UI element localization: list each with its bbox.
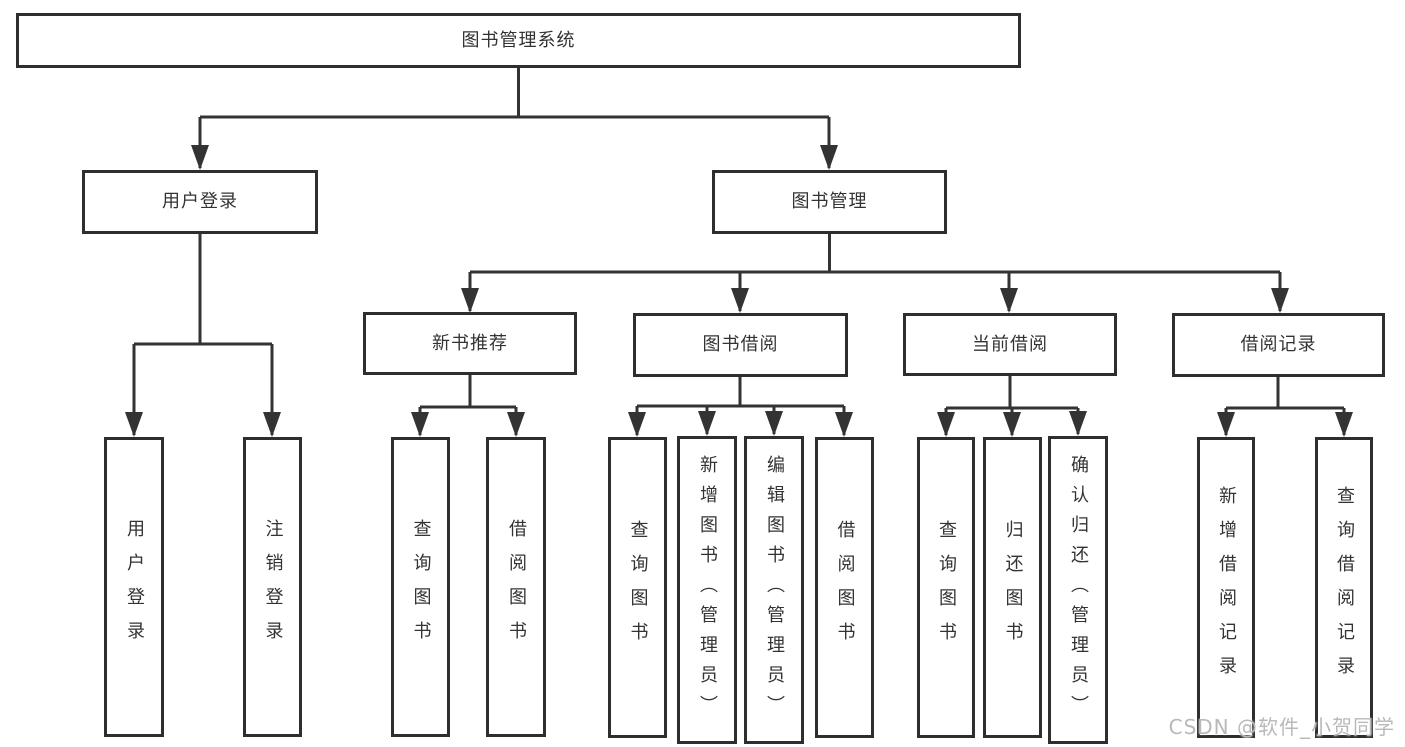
leaf-label: 归还图书 xyxy=(1002,519,1024,656)
leaf-edit-books-admin: 编辑图书（管理员） xyxy=(744,436,804,744)
leaf-label: 新增图书（管理员） xyxy=(697,455,718,725)
leaf-label: 注销登录 xyxy=(262,519,284,655)
node-library-management-system: 图书管理系统 xyxy=(16,13,1021,68)
node-book-management: 图书管理 xyxy=(712,170,947,234)
leaf-user-login: 用户登录 xyxy=(104,437,164,737)
leaf-label: 编辑图书（管理员） xyxy=(764,455,785,725)
node-borrowing-records: 借阅记录 xyxy=(1172,313,1385,377)
leaf-borrow-query-books: 查询图书 xyxy=(608,437,667,738)
edge-mgmt-to-level3 xyxy=(468,234,1282,311)
edge-root-to-level2 xyxy=(198,68,831,168)
leaf-label: 借阅图书 xyxy=(506,519,527,655)
leaf-label: 查询借阅记录 xyxy=(1334,485,1355,690)
node-label: 用户登录 xyxy=(162,191,238,212)
node-label: 图书管理系统 xyxy=(461,29,576,51)
leaf-newbook-borrow-books: 借阅图书 xyxy=(486,437,546,737)
leaf-label: 查询图书 xyxy=(936,519,957,656)
node-label: 当前借阅 xyxy=(972,333,1048,355)
edge-newbook-to-leaves xyxy=(418,375,518,435)
node-book-borrowing: 图书借阅 xyxy=(633,313,848,377)
leaf-logout: 注销登录 xyxy=(243,437,302,737)
csdn-watermark: CSDN @软件_小贺同学 xyxy=(1168,715,1395,739)
leaf-label: 用户登录 xyxy=(124,519,145,655)
node-new-book-recommendation: 新书推荐 xyxy=(363,312,577,375)
node-label: 图书借阅 xyxy=(702,334,779,355)
leaf-add-borrow-record: 新增借阅记录 xyxy=(1197,437,1255,738)
node-label: 图书管理 xyxy=(791,191,868,212)
edge-borrow-to-leaves xyxy=(635,377,846,435)
leaf-label: 确认归还（管理员） xyxy=(1068,455,1089,725)
leaf-add-books-admin: 新增图书（管理员） xyxy=(677,436,737,744)
node-label: 新书推荐 xyxy=(432,332,508,354)
leaf-confirm-return-admin: 确认归还（管理员） xyxy=(1048,436,1108,744)
edge-records-to-leaves xyxy=(1224,377,1346,435)
leaf-label: 查询图书 xyxy=(410,519,432,655)
leaf-label: 新增借阅记录 xyxy=(1216,485,1237,690)
leaf-current-query-books: 查询图书 xyxy=(917,437,975,738)
leaf-query-borrow-record: 查询借阅记录 xyxy=(1315,437,1373,738)
leaf-return-books: 归还图书 xyxy=(983,437,1042,738)
leaf-borrow-borrow-books: 借阅图书 xyxy=(815,437,874,738)
edge-current-to-leaves xyxy=(944,376,1080,435)
node-user-login: 用户登录 xyxy=(82,170,318,234)
leaf-newbook-query-books: 查询图书 xyxy=(391,437,450,737)
node-current-borrowing: 当前借阅 xyxy=(903,313,1117,376)
leaf-label: 借阅图书 xyxy=(834,519,856,656)
leaf-label: 查询图书 xyxy=(627,519,649,656)
node-label: 借阅记录 xyxy=(1240,334,1317,355)
edge-login-to-leaves xyxy=(132,234,274,435)
